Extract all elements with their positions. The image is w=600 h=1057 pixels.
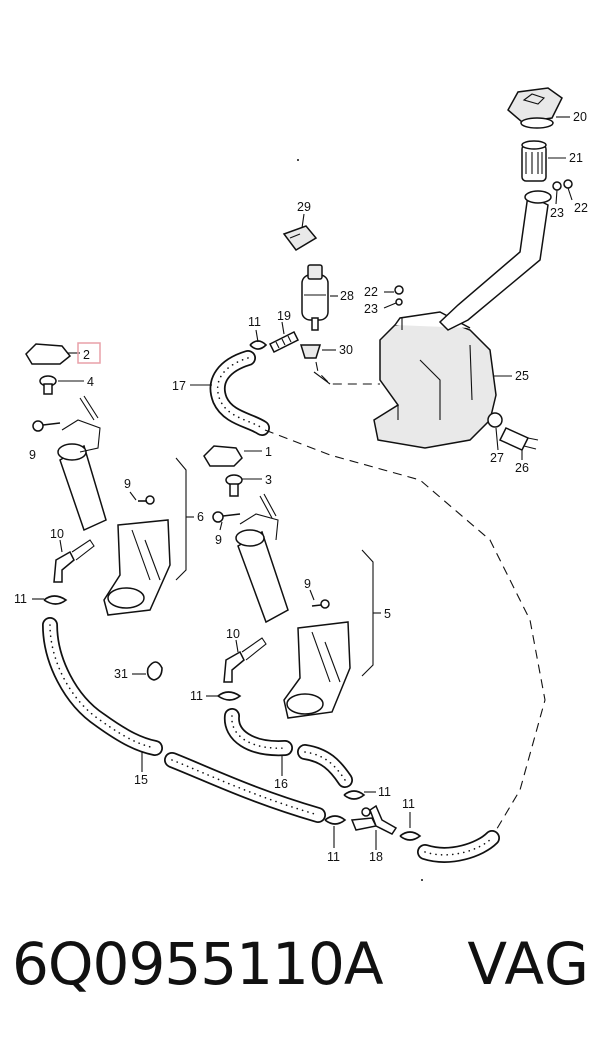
callout-3: 3 [265,473,272,487]
callout-18: 18 [369,850,383,864]
callout-4: 4 [87,375,94,389]
callout-6: 6 [197,510,204,524]
callout-17: 17 [172,379,186,393]
reservoir-25 [373,311,497,449]
callout-11: 11 [190,689,203,703]
callout-11: 11 [248,315,261,329]
washer-pump-28 [301,264,329,331]
hose-15 [42,617,163,756]
callout-labels: 2 4 9 17 11 19 30 29 28 22 23 20 21 22 2… [14,110,588,864]
hose-main-return [417,830,500,863]
hose-route-dashed [264,429,546,833]
footer: 6Q0955110A VAG [0,930,600,1020]
callout-11: 11 [327,850,340,864]
callout-22: 22 [364,285,378,299]
jet-4 [39,375,57,395]
nut-22-right [563,179,573,189]
callout-11: 11 [378,785,391,799]
clip-11-right-bottom [399,831,422,841]
elbow-10-left [53,539,95,583]
filter-21 [521,140,547,182]
leader-lines [32,116,573,850]
hose-17 [209,350,270,436]
telescope-cylinder-left [57,395,107,532]
callout-10: 10 [226,627,240,641]
callout-23: 23 [364,302,378,316]
grommet-30 [299,344,322,359]
callout-29: 29 [297,200,311,214]
callout-1: 1 [265,445,272,459]
callout-5: 5 [384,607,391,621]
connector-19 [268,330,300,354]
clip-11-right [217,691,242,701]
callout-2: 2 [83,348,90,362]
brace-5 [361,549,374,677]
callout-19: 19 [277,309,291,323]
callout-11: 11 [402,797,415,811]
callout-9: 9 [124,477,131,491]
screw-9-bracket-right [311,599,330,609]
hose-16b [297,744,353,788]
bracket-6 [103,519,171,616]
filler-neck [438,190,552,331]
callout-30: 30 [339,343,353,357]
callout-16: 16 [274,777,288,791]
callout-10: 10 [50,527,64,541]
hose-15b [164,752,326,823]
callout-22: 22 [574,201,588,215]
hose-16 [223,708,293,757]
telescope-cylinder-right [235,493,289,624]
screw-9-bracket-left [138,495,155,505]
parts-diagram: 2 4 9 17 11 19 30 29 28 22 23 20 21 22 2… [14,87,588,881]
grommet-27 [487,412,503,428]
washer-22-right [552,181,562,191]
part-number: 6Q0955110A [12,930,384,998]
callout-23: 23 [550,206,564,220]
callout-21: 21 [569,151,583,165]
callout-25: 25 [515,369,529,383]
pump-route-dashed [315,361,380,385]
cap-2 [25,343,72,365]
y-piece-18 [350,804,398,835]
jet-3 [225,474,243,497]
connector-29 [282,225,318,251]
brace-6 [175,457,187,581]
cap-1 [203,445,243,467]
callout-9: 9 [215,533,222,547]
bracket-5 [283,621,351,719]
callout-26: 26 [515,461,529,475]
callout-20: 20 [573,110,587,124]
callout-31: 31 [114,667,128,681]
callout-15: 15 [134,773,148,787]
screw-9-right [212,511,241,523]
clip-11-left [43,595,68,605]
level-sensor-26 [498,427,539,451]
clip-11-bottom [324,815,347,825]
filler-cap-20 [507,87,563,129]
clip-11-top [249,340,268,350]
brand-name: VAG [467,930,590,998]
clip-11-mid [343,790,366,800]
nut-22-left [394,285,404,295]
clip-31 [146,661,163,681]
callout-28: 28 [340,289,354,303]
callout-27: 27 [490,451,504,465]
callout-9: 9 [304,577,311,591]
callout-9: 9 [29,448,36,462]
washer-23-left [395,298,403,306]
elbow-10-right [223,637,267,683]
callout-11: 11 [14,592,27,606]
highlight-box-part-2 [77,342,101,364]
screw-9-left [32,420,61,432]
